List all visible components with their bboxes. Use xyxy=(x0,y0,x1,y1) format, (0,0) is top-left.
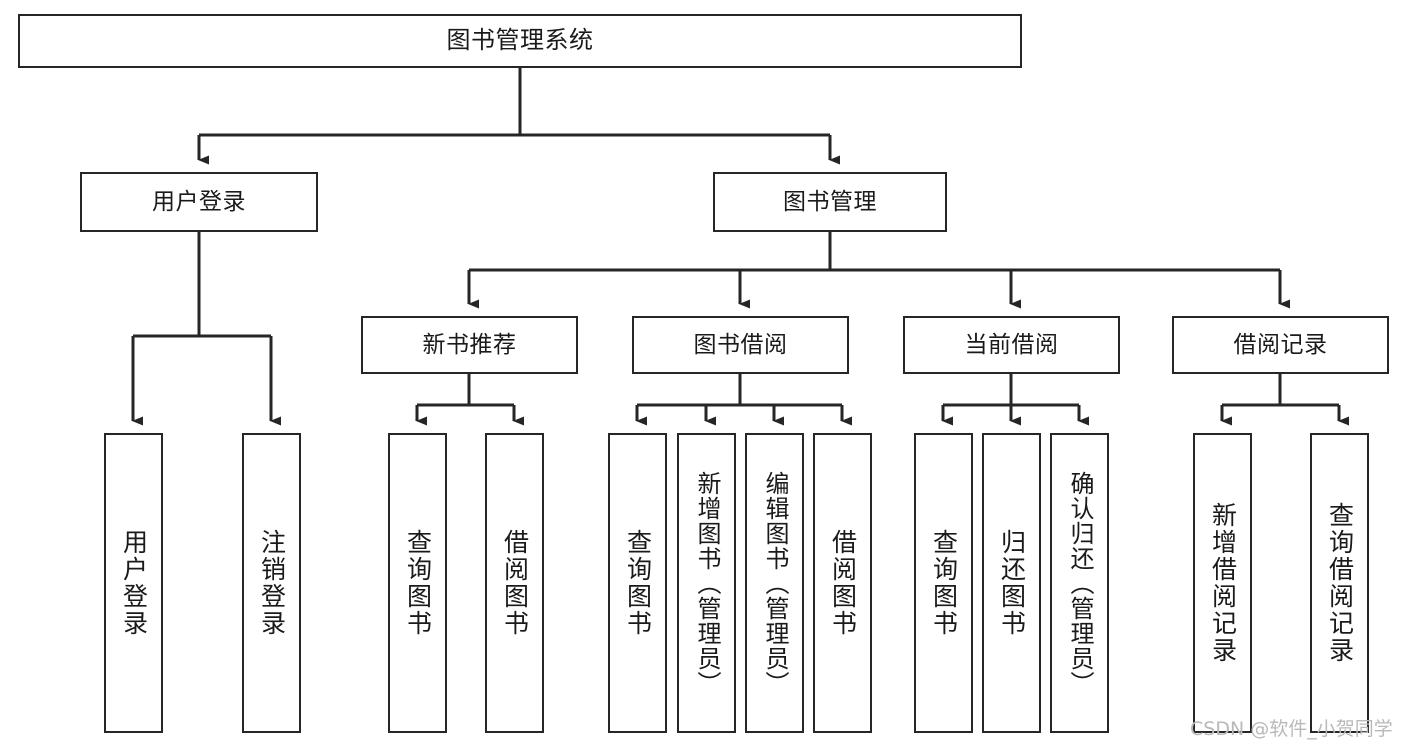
node-borrow-record[interactable]: 借阅记录 xyxy=(1172,316,1389,374)
node-leaf-query-book-3-label: 查询图书 xyxy=(929,529,959,637)
node-leaf-query-book-2[interactable]: 查询图书 xyxy=(608,433,667,733)
node-current-borrow[interactable]: 当前借阅 xyxy=(903,316,1120,374)
node-new-book-recommend-label: 新书推荐 xyxy=(422,331,517,358)
watermark-text: CSDN @软件_小贺同学 xyxy=(1190,718,1393,740)
node-leaf-user-login[interactable]: 用户登录 xyxy=(104,433,163,733)
node-leaf-logout[interactable]: 注销登录 xyxy=(242,433,301,733)
node-leaf-query-book-2-label: 查询图书 xyxy=(623,529,653,637)
node-leaf-user-login-label: 用户登录 xyxy=(119,529,149,637)
node-leaf-query-record-label: 查询借阅记录 xyxy=(1325,502,1355,664)
node-book-manage-label: 图书管理 xyxy=(783,188,877,215)
node-book-manage[interactable]: 图书管理 xyxy=(713,172,947,232)
node-root-label: 图书管理系统 xyxy=(446,26,594,55)
node-leaf-borrow-book-1-label: 借阅图书 xyxy=(500,529,530,637)
node-leaf-borrow-book-2[interactable]: 借阅图书 xyxy=(813,433,872,733)
node-user-login[interactable]: 用户登录 xyxy=(80,172,318,232)
node-book-borrow[interactable]: 图书借阅 xyxy=(632,316,849,374)
node-borrow-record-label: 借阅记录 xyxy=(1233,331,1328,358)
node-leaf-confirm-return[interactable]: 确认归还（管理员） xyxy=(1050,433,1109,733)
node-leaf-return-book-label: 归还图书 xyxy=(997,529,1027,637)
node-leaf-edit-book[interactable]: 编辑图书（管理员） xyxy=(745,433,804,733)
node-leaf-query-record[interactable]: 查询借阅记录 xyxy=(1310,433,1369,733)
node-leaf-confirm-return-label: 确认归还（管理员） xyxy=(1065,470,1094,696)
node-leaf-borrow-book-2-label: 借阅图书 xyxy=(828,529,858,637)
node-leaf-add-book[interactable]: 新增图书（管理员） xyxy=(677,433,736,733)
node-leaf-add-book-label: 新增图书（管理员） xyxy=(692,470,721,696)
node-leaf-return-book[interactable]: 归还图书 xyxy=(982,433,1041,733)
node-leaf-add-record-label: 新增借阅记录 xyxy=(1208,502,1238,664)
node-leaf-query-book-3[interactable]: 查询图书 xyxy=(914,433,973,733)
node-new-book-recommend[interactable]: 新书推荐 xyxy=(361,316,578,374)
node-leaf-borrow-book-1[interactable]: 借阅图书 xyxy=(485,433,544,733)
node-leaf-logout-label: 注销登录 xyxy=(257,529,287,637)
node-book-borrow-label: 图书借阅 xyxy=(693,331,788,358)
node-leaf-query-book-1-label: 查询图书 xyxy=(403,529,433,637)
node-leaf-query-book-1[interactable]: 查询图书 xyxy=(388,433,447,733)
node-leaf-add-record[interactable]: 新增借阅记录 xyxy=(1193,433,1252,733)
node-leaf-edit-book-label: 编辑图书（管理员） xyxy=(760,470,789,696)
node-root-system[interactable]: 图书管理系统 xyxy=(18,14,1022,68)
node-user-login-label: 用户登录 xyxy=(152,188,246,215)
node-current-borrow-label: 当前借阅 xyxy=(964,331,1059,358)
